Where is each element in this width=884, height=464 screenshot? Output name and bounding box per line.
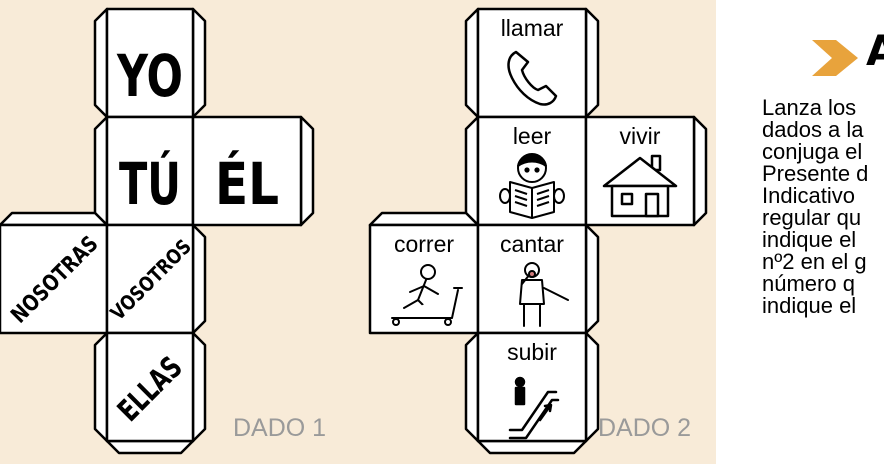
die2-tab bbox=[464, 7, 480, 119]
singer-icon bbox=[519, 262, 569, 327]
face-word: YO bbox=[116, 42, 183, 110]
dice-label: DADO 2 bbox=[598, 414, 691, 442]
house-icon bbox=[602, 154, 678, 218]
die2-tab bbox=[464, 331, 480, 443]
die1-face bbox=[191, 115, 303, 227]
die2-tab bbox=[584, 7, 600, 119]
reading-child-icon bbox=[499, 153, 565, 219]
dice-panel: YO TÚ ÉL NOSOTRAS VOSOTROS ELLAS DADO 1 … bbox=[0, 0, 716, 464]
die2-tab bbox=[464, 115, 480, 227]
activity-panel: A Lanza los dados a la conjuga el Presen… bbox=[716, 0, 884, 464]
instruction-line: regular qu bbox=[762, 205, 862, 230]
die1-tab bbox=[299, 115, 315, 227]
die2-tab bbox=[584, 331, 600, 443]
activity-heading: A bbox=[866, 26, 884, 75]
verb-label: cantar bbox=[500, 231, 564, 257]
instruction-line: nº2 en el g bbox=[762, 249, 867, 274]
instruction-line: Presente d bbox=[762, 161, 869, 186]
instruction-line: indique el bbox=[762, 227, 857, 252]
face-word: TÚ bbox=[119, 149, 181, 218]
die2-tab bbox=[692, 115, 708, 227]
instruction-line: Indicativo bbox=[762, 183, 855, 208]
face-word: ÉL bbox=[215, 149, 279, 218]
die1-tab bbox=[105, 439, 195, 455]
die1-tab bbox=[93, 115, 109, 227]
escalator-icon bbox=[508, 376, 560, 440]
die2-tab bbox=[368, 211, 480, 227]
verb-label: correr bbox=[394, 231, 454, 257]
die1-face bbox=[105, 223, 195, 335]
verb-label: leer bbox=[513, 123, 552, 149]
die1-face bbox=[105, 115, 195, 227]
verb-label: subir bbox=[507, 339, 557, 365]
die1-tab bbox=[191, 223, 207, 335]
phone-icon bbox=[507, 50, 558, 106]
instruction-line: conjuga el bbox=[762, 139, 863, 164]
activity-instructions: Lanza los dados a la conjuga el Presente… bbox=[762, 97, 884, 317]
dice-nets: YO TÚ ÉL NOSOTRAS VOSOTROS ELLAS DADO 1 … bbox=[0, 7, 708, 455]
die1-tab bbox=[191, 7, 207, 119]
dice-label: DADO 1 bbox=[233, 414, 326, 442]
treadmill-runner-icon bbox=[391, 264, 463, 326]
instruction-line: número q bbox=[762, 271, 855, 296]
die1-tab bbox=[191, 331, 207, 443]
die1-tab bbox=[93, 331, 109, 443]
die1-tab bbox=[93, 7, 109, 119]
chevron-right-icon bbox=[812, 40, 858, 76]
die1-face bbox=[105, 331, 195, 443]
verb-label: llamar bbox=[501, 15, 564, 41]
die1-tab bbox=[0, 211, 109, 227]
die1-face bbox=[105, 7, 195, 119]
die2-face bbox=[476, 331, 588, 443]
instruction-line: dados a la bbox=[762, 117, 864, 142]
verb-label: vivir bbox=[620, 123, 661, 149]
instruction-line: Lanza los bbox=[762, 95, 857, 120]
instruction-line: indique el bbox=[762, 293, 857, 318]
die1-face bbox=[0, 223, 109, 335]
die2-tab bbox=[584, 223, 600, 335]
die2-tab bbox=[476, 439, 588, 455]
